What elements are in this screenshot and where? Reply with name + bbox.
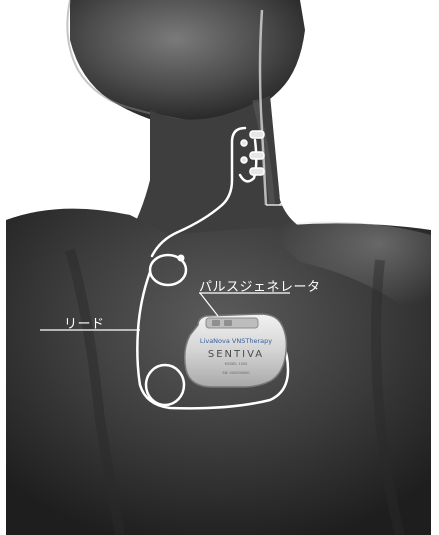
- lead-label: リード: [64, 313, 105, 332]
- device-serial-text: SN: 000000000: [222, 371, 249, 375]
- device-brand-text: LivaNova VNSTherapy: [200, 337, 272, 345]
- vagus-nerve-label: 迷走神経: [279, 189, 333, 208]
- pulse-generator-device: LivaNova VNSTherapy SENTIVA MODEL 1000 S…: [185, 314, 287, 387]
- lead-anchor: [178, 255, 185, 262]
- pulse-generator-label: パルスジェネレータ: [199, 276, 321, 295]
- device-model-text: SENTIVA: [208, 349, 264, 360]
- device-model-sub-text: MODEL 1000: [225, 362, 248, 366]
